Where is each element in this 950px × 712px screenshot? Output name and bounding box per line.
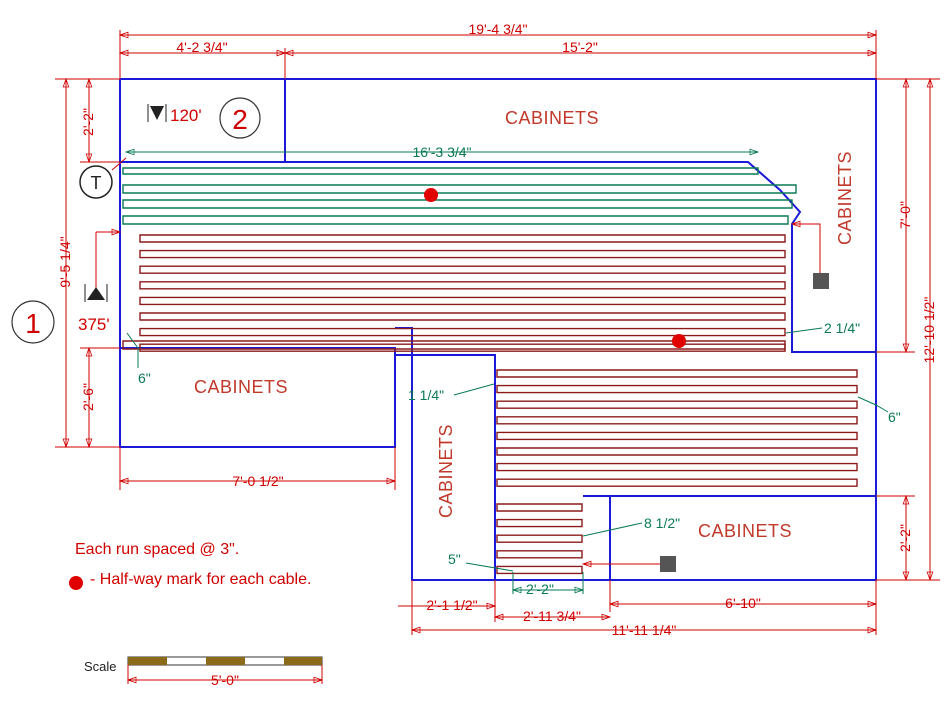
bottom-a-label: 2'-1 1/2" xyxy=(426,597,477,613)
cable-run xyxy=(139,296,786,306)
cable-run-bottom xyxy=(122,340,786,350)
bottom-left-width-label: 7'-0 1/2" xyxy=(232,473,283,489)
zone2-label: 2 xyxy=(232,104,248,135)
bottom-dimensions: 7'-0 1/2" 2'-1 1/2" 2'-11 3/4" 6'-10" 11… xyxy=(120,447,876,638)
cable-run xyxy=(496,384,858,394)
cabinets-center-label: CABINETS xyxy=(436,424,456,518)
halfway-mark xyxy=(672,334,686,348)
top-left-width-label: 4'-2 3/4" xyxy=(176,39,227,55)
scale-bar: 5'-0" xyxy=(128,656,322,688)
junction-box xyxy=(660,556,676,572)
top-dimensions: 19'-4 3/4" 4'-2 3/4" 15'-2" xyxy=(120,21,876,79)
thermostat-label: T xyxy=(91,173,102,193)
cable-length-2: 120' xyxy=(170,106,202,125)
zone2-cables xyxy=(122,167,797,225)
left-gap-label: 6" xyxy=(138,370,151,386)
overall-width-label: 19'-4 3/4" xyxy=(468,21,527,37)
mid-gap-label: 1 1/4" xyxy=(408,387,444,403)
zone2-marker xyxy=(219,97,261,139)
cable-run xyxy=(139,312,786,321)
cable-run xyxy=(496,400,858,409)
right-dimensions: 7'-0" 12'-10 1/2" 2'-2" xyxy=(876,79,940,580)
left-bottom-height-label: 2'-6" xyxy=(80,383,96,411)
cable-length-1: 375' xyxy=(78,315,110,334)
zone1-cables xyxy=(122,234,786,352)
cable-run xyxy=(496,534,583,543)
cabinets-right-label: CABINETS xyxy=(835,151,855,245)
cable-run xyxy=(496,416,858,425)
cable-run xyxy=(496,431,858,441)
zone1-label: 1 xyxy=(25,308,41,339)
cabinets-top-label: CABINETS xyxy=(505,108,599,128)
cable-run xyxy=(496,447,858,456)
cable-run xyxy=(496,565,583,575)
cable-run xyxy=(139,265,786,274)
halfway-legend-dot xyxy=(69,576,83,590)
cable-run xyxy=(139,281,786,290)
scale-length-label: 5'-0" xyxy=(211,672,239,688)
cable-run xyxy=(496,462,858,472)
bottom-c-label: 6'-10" xyxy=(725,595,761,611)
cabinets-left-label: CABINETS xyxy=(194,377,288,397)
bottom-b-label: 2'-11 3/4" xyxy=(523,608,581,624)
room-walls xyxy=(119,78,877,581)
zone1-marker xyxy=(11,300,55,344)
cabinets-bottom-right-label: CABINETS xyxy=(698,521,792,541)
cable-run xyxy=(496,503,583,512)
halfway-note: - Half-way mark for each cable. xyxy=(90,571,311,588)
green-dimensions: 16'-3 3/4" 2 1/4" 6" 1 1/4" 6" 8 1/2" 5"… xyxy=(126,144,901,597)
spacing-note: Each run spaced @ 3". xyxy=(75,541,239,558)
bottom-gap-label: 5" xyxy=(448,551,461,567)
cable-run xyxy=(496,369,858,378)
left-mid-height-label: 9'-5 1/4" xyxy=(57,236,73,287)
cable-run xyxy=(496,550,583,559)
bottom-width-label: 2'-2" xyxy=(526,581,554,597)
left-top-height-label: 2'-2" xyxy=(80,108,96,136)
zone1-cables-lower xyxy=(496,369,858,487)
right-gap-label: 2 1/4" xyxy=(824,320,860,336)
cable-run xyxy=(139,327,786,337)
top-run-label: 16'-3 3/4" xyxy=(412,144,471,160)
left-dimensions: 9'-5 1/4" 2'-2" 2'-6" xyxy=(55,79,120,447)
cable-run xyxy=(496,518,583,528)
scale-label: Scale xyxy=(84,659,117,674)
cable-run xyxy=(139,249,786,259)
cable-down-triangle-icon xyxy=(150,106,164,120)
halfway-mark xyxy=(424,188,438,202)
right-lower-gap-label: 6" xyxy=(888,409,901,425)
thermostat-icon xyxy=(79,165,113,199)
cable-run xyxy=(496,478,858,487)
right-overall-height-label: 12'-10 1/2" xyxy=(921,297,937,364)
right-top-height-label: 7'-0" xyxy=(897,201,913,229)
bottom-overall-label: 11'-11 1/4" xyxy=(612,622,677,638)
lower-gap-label: 8 1/2" xyxy=(644,515,680,531)
cable-up-triangle-icon xyxy=(87,287,105,300)
right-bottom-height-label: 2'-2" xyxy=(897,524,913,552)
zone1-cables-bottom xyxy=(496,503,583,575)
junction-box xyxy=(813,273,829,289)
top-right-width-label: 15'-2" xyxy=(562,39,598,55)
cable-run xyxy=(139,234,786,243)
